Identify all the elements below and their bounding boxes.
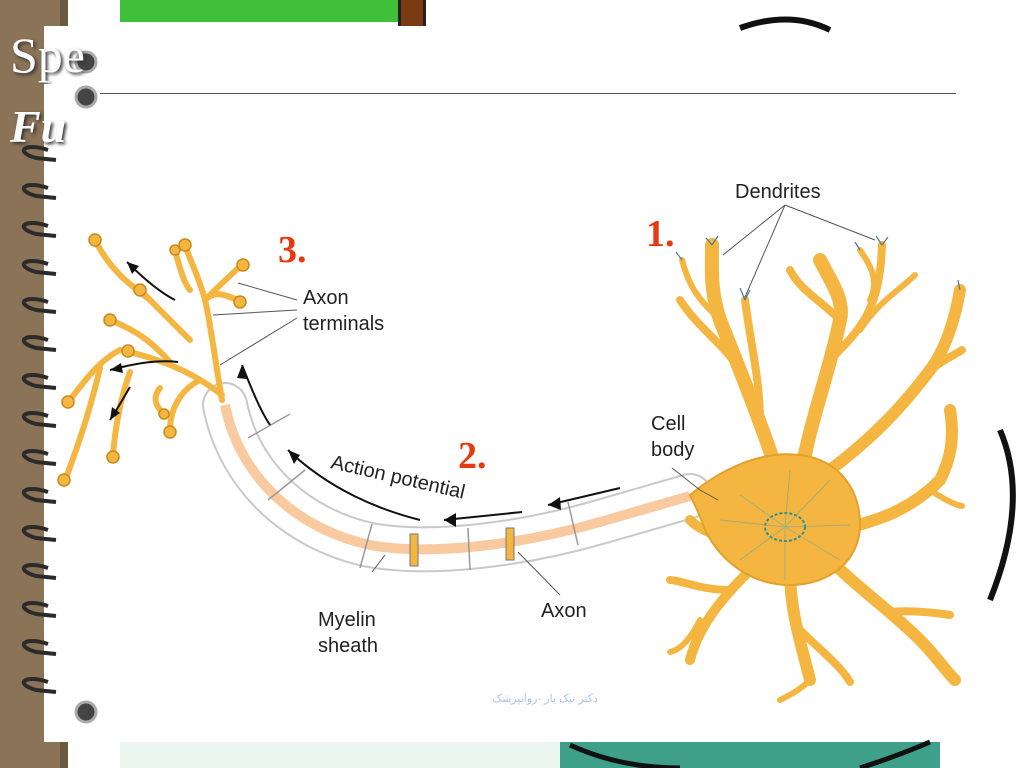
label-cell-body-line2: body bbox=[651, 439, 694, 461]
axon-terminals bbox=[63, 237, 245, 481]
arrowhead-icon bbox=[288, 450, 300, 464]
label-myelin-line1: Myelin bbox=[318, 609, 376, 631]
binding-ring bbox=[21, 411, 57, 428]
myelin-segment-divider bbox=[247, 413, 291, 439]
binding-ring bbox=[21, 677, 57, 694]
cell-texture bbox=[719, 469, 851, 580]
signal-arrows bbox=[109, 261, 621, 521]
arrowhead-icon bbox=[110, 363, 123, 373]
label-cell-body-line1: Cell bbox=[651, 413, 685, 435]
terminal-bulbs bbox=[57, 233, 250, 487]
background-green-shape bbox=[120, 0, 420, 22]
binding-ring bbox=[21, 639, 57, 656]
label-axon-terminals-line2: terminals bbox=[303, 313, 384, 335]
binding-rings bbox=[21, 145, 57, 694]
background-wood-shape bbox=[398, 0, 426, 30]
binding-ring bbox=[21, 297, 57, 314]
label-action-potential: Action potential bbox=[329, 451, 467, 503]
binding-pin-icon bbox=[74, 85, 98, 109]
arrowhead-icon bbox=[444, 513, 456, 527]
binding-ring bbox=[21, 373, 57, 390]
leader-lines bbox=[212, 204, 876, 596]
myelin-segment-divider bbox=[467, 527, 471, 571]
binding-ring bbox=[21, 221, 57, 238]
background-light-shape bbox=[120, 742, 560, 768]
myelin-segment-divider bbox=[567, 501, 579, 546]
binding-pin-icon bbox=[74, 50, 98, 74]
node-of-ranvier bbox=[505, 527, 515, 561]
myelin-segment-divider bbox=[359, 523, 373, 569]
background-curve-shape bbox=[738, 16, 832, 33]
binding-ring bbox=[21, 487, 57, 504]
title-divider bbox=[100, 93, 956, 94]
axon bbox=[202, 382, 713, 573]
binding-ring bbox=[21, 259, 57, 276]
arrowhead-icon bbox=[110, 407, 120, 420]
binding-ring bbox=[21, 563, 57, 580]
arrowhead-icon bbox=[127, 262, 139, 274]
slide-subtitle: Fu bbox=[10, 101, 67, 152]
label-myelin-line2: sheath bbox=[318, 635, 378, 657]
background-curve-shape bbox=[859, 739, 931, 768]
node-of-ranvier bbox=[409, 533, 419, 567]
slide-footer: دکتر نیک یار -روانپزشک bbox=[492, 693, 598, 705]
slide-title: Spe bbox=[10, 27, 85, 83]
axon-sheath-fill bbox=[204, 384, 711, 571]
label-axon: Axon bbox=[541, 600, 587, 622]
label-dendrites: Dendrites bbox=[735, 181, 821, 203]
binding-ring bbox=[21, 601, 57, 618]
binding-ring bbox=[21, 335, 57, 352]
step-number-3: 3. bbox=[278, 229, 307, 271]
step-number-1: 1. bbox=[646, 213, 675, 255]
arrow-icon bbox=[443, 511, 523, 521]
label-axon-terminals-line1: Axon bbox=[303, 287, 349, 309]
arrowhead-icon bbox=[237, 365, 247, 379]
axon-core bbox=[220, 404, 692, 555]
binding-ring bbox=[21, 145, 57, 162]
binding-ring bbox=[21, 525, 57, 542]
binding-ring bbox=[21, 183, 57, 200]
arrow-icon bbox=[241, 364, 271, 426]
arrow-icon bbox=[287, 449, 421, 521]
arrowhead-icon bbox=[548, 497, 561, 510]
binding-ring bbox=[21, 449, 57, 466]
arrowheads bbox=[110, 262, 561, 527]
dendrite-tips bbox=[675, 235, 961, 301]
step-number-2: 2. bbox=[458, 435, 487, 477]
myelin-segment-divider bbox=[267, 469, 306, 501]
binding-pin-icon bbox=[74, 700, 98, 724]
background-curve-shape bbox=[987, 428, 1016, 602]
